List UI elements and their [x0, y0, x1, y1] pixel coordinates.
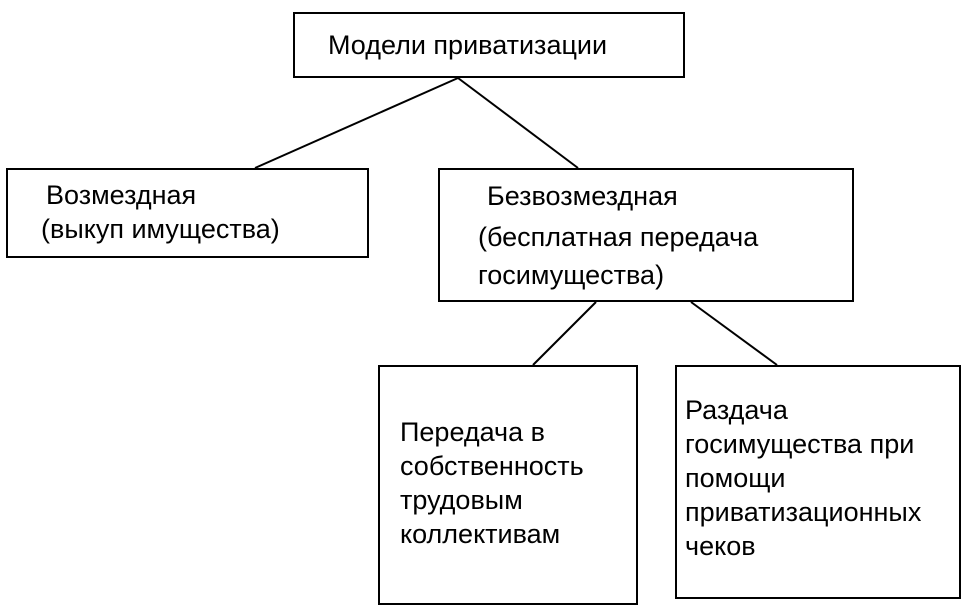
node-voucher-distribution: Раздача госимущества при помощи приватиз… [675, 365, 961, 599]
node-root-label: Модели приватизации [328, 30, 608, 60]
node-free-privatization: Безвозмездная (бесплатная передача госим… [438, 168, 854, 302]
node-free-subtitle-line-2: госимущества) [478, 260, 665, 290]
node-transfer-to-collectives: Передача в собственность трудовым коллек… [378, 365, 638, 605]
edge-free-to-collectives [532, 301, 597, 366]
node-collectives-line-1: Передача в [400, 417, 545, 447]
node-free-subtitle-line-1: (бесплатная передача [478, 222, 759, 252]
node-collectives-line-2: собственность [400, 451, 584, 481]
edge-root-to-paid [254, 77, 459, 169]
node-vouchers-line-2: госимущества при [685, 429, 915, 459]
node-privatization-models: Модели приватизации [293, 12, 685, 78]
edge-free-to-vouchers [690, 301, 778, 366]
edge-root-to-free [457, 77, 579, 169]
node-vouchers-line-1: Раздача [685, 395, 788, 425]
node-paid-title: Возмездная [46, 180, 197, 210]
node-vouchers-line-3: помощи [685, 463, 786, 493]
node-paid-subtitle: (выкуп имущества) [41, 214, 280, 244]
node-collectives-line-4: коллективам [400, 519, 561, 549]
node-collectives-line-3: трудовым [400, 485, 523, 515]
node-free-title: Безвозмездная [487, 181, 678, 211]
node-vouchers-line-5: чеков [685, 531, 756, 561]
node-paid-privatization: Возмездная (выкуп имущества) [6, 168, 369, 258]
node-vouchers-line-4: приватизационных [685, 497, 922, 527]
